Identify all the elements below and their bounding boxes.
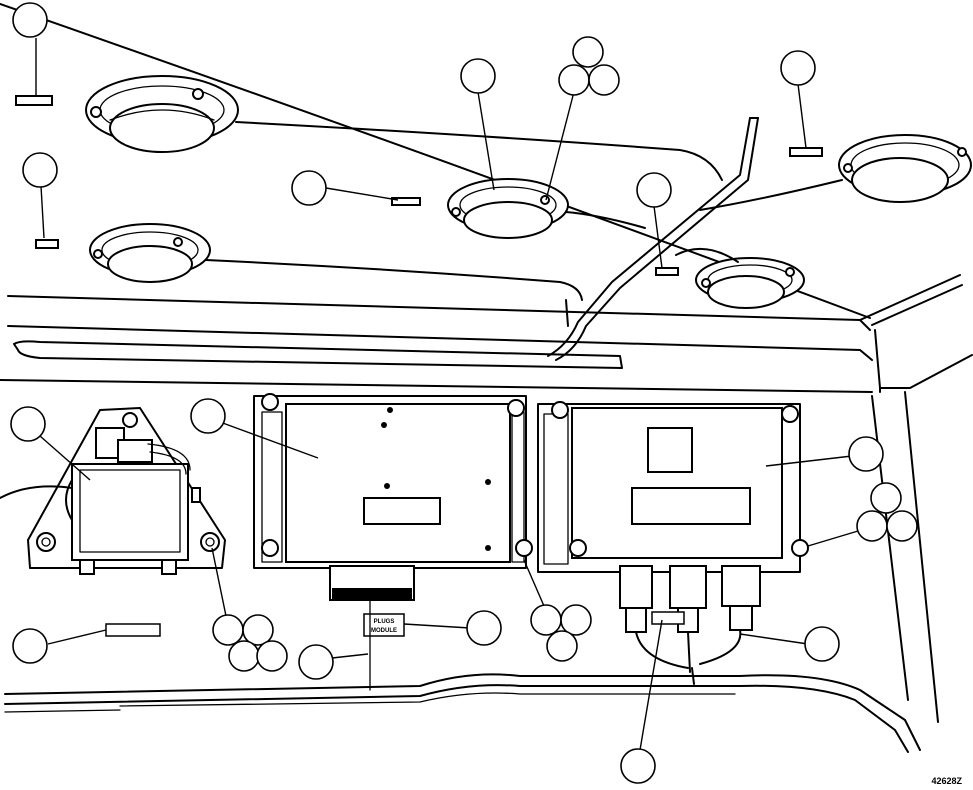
- bottom-left-tag: [105, 623, 161, 637]
- callout-circle: [212, 614, 244, 646]
- callout-circle: [620, 748, 656, 784]
- bottom-harness-rails: [4, 673, 921, 753]
- control-module-a: [253, 393, 533, 601]
- callout-circle: [886, 510, 918, 542]
- callout-circle: [856, 510, 888, 542]
- callout-circle: [22, 152, 58, 188]
- callout-circle: [572, 36, 604, 68]
- dome-light-3: [447, 178, 569, 239]
- control-module-b: [537, 401, 809, 573]
- callout-circle: [460, 58, 496, 94]
- callout-circle: [848, 436, 884, 472]
- callout-circle: [256, 640, 288, 672]
- callout-circle: [10, 406, 46, 442]
- plugs-module-line-1: PLUGS: [374, 619, 395, 625]
- callout-circle: [530, 604, 562, 636]
- callout-circle: [546, 630, 578, 662]
- callout-circle: [228, 640, 260, 672]
- callout-circle: [780, 50, 816, 86]
- callout-circle: [291, 170, 327, 206]
- relay-module: [0, 407, 226, 575]
- callout-circle: [12, 628, 48, 664]
- callout-circle: [12, 2, 48, 38]
- callout-circle: [242, 614, 274, 646]
- callout-circle: [870, 482, 902, 514]
- figure-number: 42628Z: [931, 776, 962, 786]
- callout-circle: [466, 610, 502, 646]
- plugs-module-line-2: MODULE: [371, 628, 397, 634]
- dome-light-2: [89, 223, 211, 283]
- ceiling-wiring: [205, 117, 843, 361]
- callout-circle: [560, 604, 592, 636]
- callout-circle: [588, 64, 620, 96]
- callout-circle: [190, 398, 226, 434]
- dome-light-4: [838, 134, 972, 203]
- plugs-module-tag: PLUGS MODULE: [363, 599, 405, 691]
- dome-light-5: [695, 257, 805, 309]
- callout-circle: [298, 644, 334, 680]
- dome-light-1: [85, 75, 239, 153]
- callout-circle: [804, 626, 840, 662]
- callout-circle: [558, 64, 590, 96]
- callout-circle: [636, 172, 672, 208]
- callout-circles: [10, 2, 918, 784]
- connector-plugs: [619, 565, 761, 685]
